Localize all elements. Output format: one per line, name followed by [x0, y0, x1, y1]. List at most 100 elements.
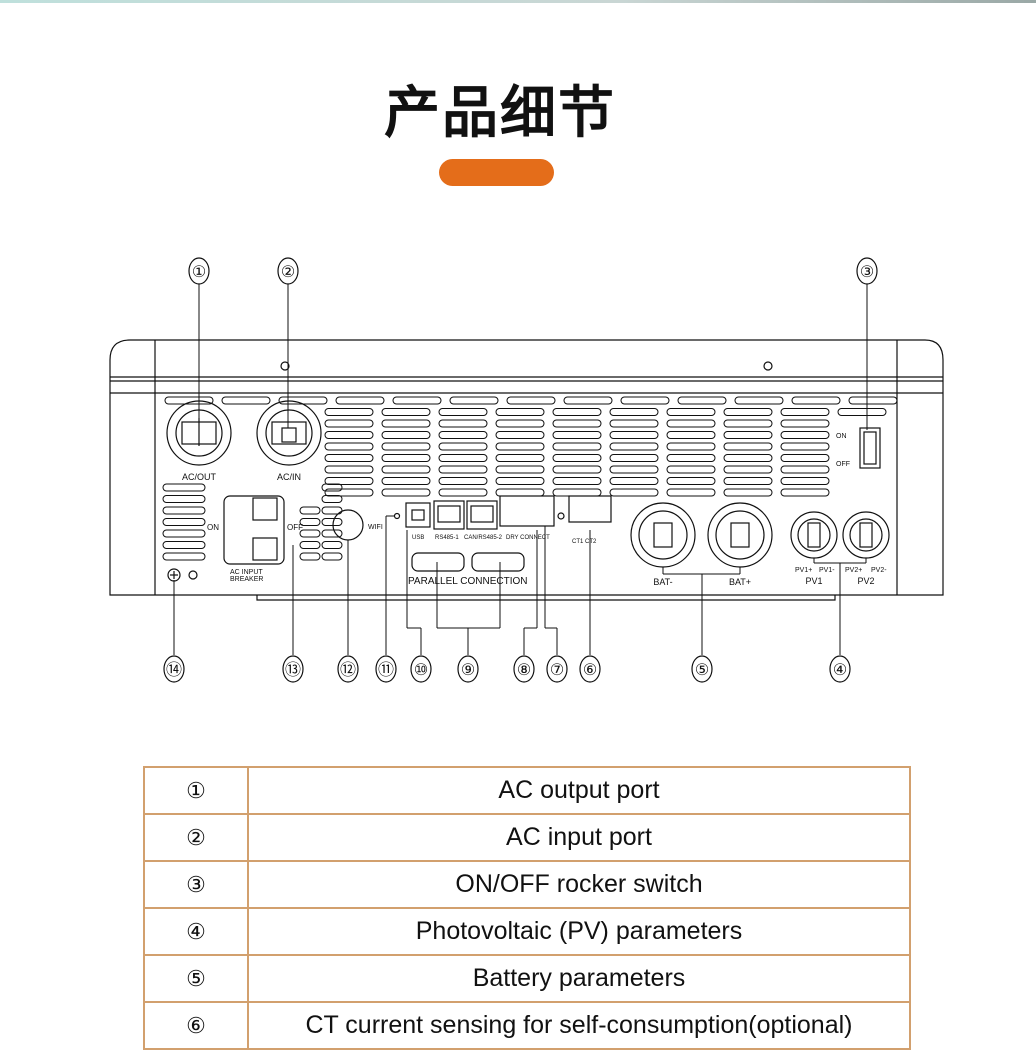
vent-slot [723, 419, 773, 428]
pv1-neg-label: PV1- [819, 567, 835, 574]
pv2-label: PV2 [857, 576, 874, 586]
callout-number: ⑦ [550, 662, 564, 679]
row-number: ⑤ [143, 954, 249, 1003]
vent-slot [495, 431, 545, 439]
leader-lines [173, 284, 868, 655]
row-number: ① [143, 766, 249, 815]
vent-slot [780, 488, 830, 497]
vent-slot [321, 495, 343, 503]
breaker-label: AC INPUT [230, 569, 263, 576]
vent-slot [552, 477, 602, 485]
callout-number: ⑬ [285, 661, 301, 679]
vent-slot [299, 506, 321, 515]
vent-slot [438, 442, 488, 451]
vent-slot [723, 477, 773, 485]
can-rs485-2-label: CAN/RS485-2 [464, 535, 503, 541]
row-description: AC input port [247, 813, 911, 862]
row-number: ④ [143, 907, 249, 956]
ac-input-breaker: ON OFF AC INPUT BREAKER [167, 495, 303, 583]
vent-slot [666, 477, 716, 485]
comm-ports: USB RS485-1 CAN/RS485-2 DRY CONNECT CT1 … [393, 495, 612, 587]
vent-slot [299, 518, 321, 526]
vent-slot [324, 477, 374, 485]
battery-pv-ports: BAT- BAT+ PV1+ PV1- PV2+ PV2- PV1 PV2 [630, 502, 890, 587]
vent-slot [495, 419, 545, 428]
row-number: ③ [143, 860, 249, 909]
vent-slot [609, 419, 659, 428]
vent-slot [609, 477, 659, 485]
vent-slot [609, 488, 659, 497]
vent-slot [221, 396, 271, 405]
vent-slot [381, 454, 431, 462]
vent-slot [780, 442, 830, 451]
vent-slot [666, 408, 716, 416]
vent-slot [162, 541, 206, 549]
callout-marker: ⑬ [282, 655, 304, 683]
vent-slot [381, 408, 431, 416]
pv1-pos-label: PV1+ [795, 567, 812, 574]
vent-slot [392, 396, 442, 405]
callout-marker: ④ [829, 655, 851, 683]
row-number: ② [143, 813, 249, 862]
vent-slot [666, 442, 716, 451]
top-accent-bar [0, 0, 1036, 3]
vent-slot [162, 529, 206, 538]
vent-slot [381, 465, 431, 474]
vent-slot [723, 465, 773, 474]
wifi-label: WIFI [368, 524, 383, 531]
vent-slot [321, 518, 343, 526]
callout-marker: ⑩ [410, 655, 432, 683]
vent-slot [164, 396, 214, 405]
row-description: AC output port [247, 766, 911, 815]
vent-slot [438, 431, 488, 439]
rocker-switch: ON OFF [836, 427, 881, 469]
row-number: ⑥ [143, 1001, 249, 1050]
vent-slot [324, 442, 374, 451]
parallel-connection-label: PARALLEL CONNECTION [408, 576, 527, 587]
callout-marker: ⑤ [691, 655, 713, 683]
callout-marker: ⑫ [337, 655, 359, 683]
vent-slot [780, 431, 830, 439]
vent-slot [324, 488, 374, 497]
vent-slot [791, 396, 841, 405]
vent-slot [162, 495, 206, 503]
vent-slot [666, 465, 716, 474]
vent-slot [381, 419, 431, 428]
vent-slot [609, 431, 659, 439]
callout-marker: ⑦ [546, 655, 568, 683]
vent-slot [563, 396, 613, 405]
vent-slot [335, 396, 385, 405]
vent-slot [495, 454, 545, 462]
vent-slot [552, 454, 602, 462]
vent-slot [438, 488, 488, 497]
callout-number: ③ [860, 264, 874, 281]
vent-slot [609, 442, 659, 451]
callout-number: ⑪ [378, 661, 394, 679]
vent-slot [780, 454, 830, 462]
breaker-off-label: OFF [287, 523, 303, 532]
chassis [109, 339, 944, 601]
vent-slot [666, 431, 716, 439]
vent-slot [495, 477, 545, 485]
vent-slot [162, 483, 206, 492]
vent-slot [666, 454, 716, 462]
vent-slot [723, 488, 773, 497]
vent-slots [162, 396, 898, 561]
vent-slot [381, 488, 431, 497]
callout-number: ⑨ [461, 662, 475, 679]
vent-slot [780, 419, 830, 428]
pv2-neg-label: PV2- [871, 567, 887, 574]
vent-slot [723, 454, 773, 462]
usb-label: USB [412, 535, 424, 541]
vent-slot [506, 396, 556, 405]
vent-slot [381, 477, 431, 485]
vent-slot [666, 488, 716, 497]
vent-slot [609, 408, 659, 416]
callout-marker: ⑥ [579, 655, 601, 683]
vent-slot [552, 419, 602, 428]
vent-slot [324, 431, 374, 439]
vent-slot [552, 465, 602, 474]
vent-slot [321, 529, 343, 538]
